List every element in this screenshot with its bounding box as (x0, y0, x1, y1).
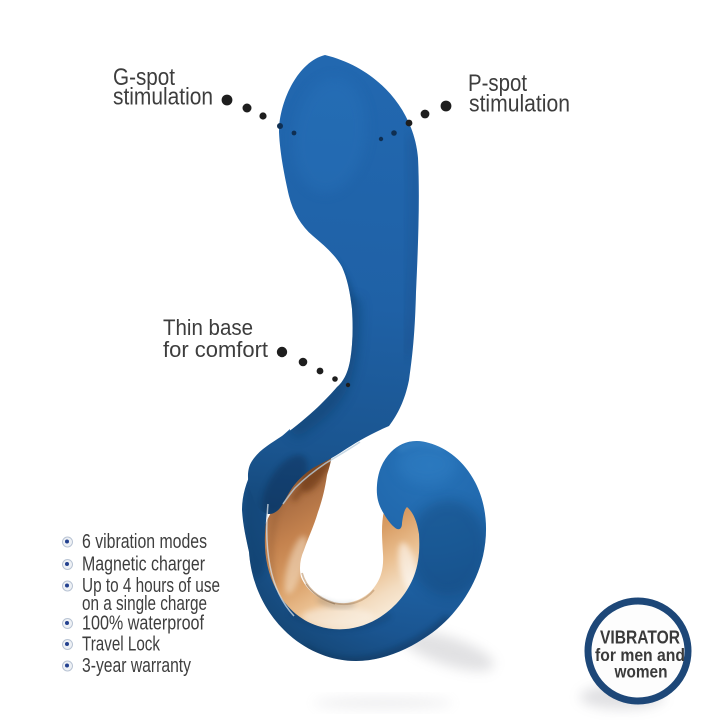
svg-text:for comfort: for comfort (163, 337, 268, 362)
svg-text:6 vibration modes: 6 vibration modes (82, 531, 207, 553)
svg-text:Up to 4 hours of use: Up to 4 hours of use (82, 575, 220, 597)
svg-text:women: women (614, 662, 668, 682)
svg-text:for men and: for men and (595, 645, 685, 665)
svg-text:Travel Lock: Travel Lock (82, 634, 161, 656)
svg-text:Thin base: Thin base (163, 315, 253, 340)
svg-text:G-spot: G-spot (113, 64, 175, 91)
svg-text:stimulation: stimulation (113, 84, 213, 111)
svg-text:on a single charge: on a single charge (82, 593, 207, 615)
svg-text:P-spot: P-spot (468, 70, 527, 97)
svg-text:stimulation: stimulation (469, 91, 570, 118)
svg-text:VIBRATOR: VIBRATOR (600, 628, 680, 648)
svg-text:100% waterproof: 100% waterproof (82, 613, 204, 635)
svg-text:3-year warranty: 3-year warranty (82, 655, 191, 677)
svg-text:Magnetic charger: Magnetic charger (82, 554, 205, 576)
